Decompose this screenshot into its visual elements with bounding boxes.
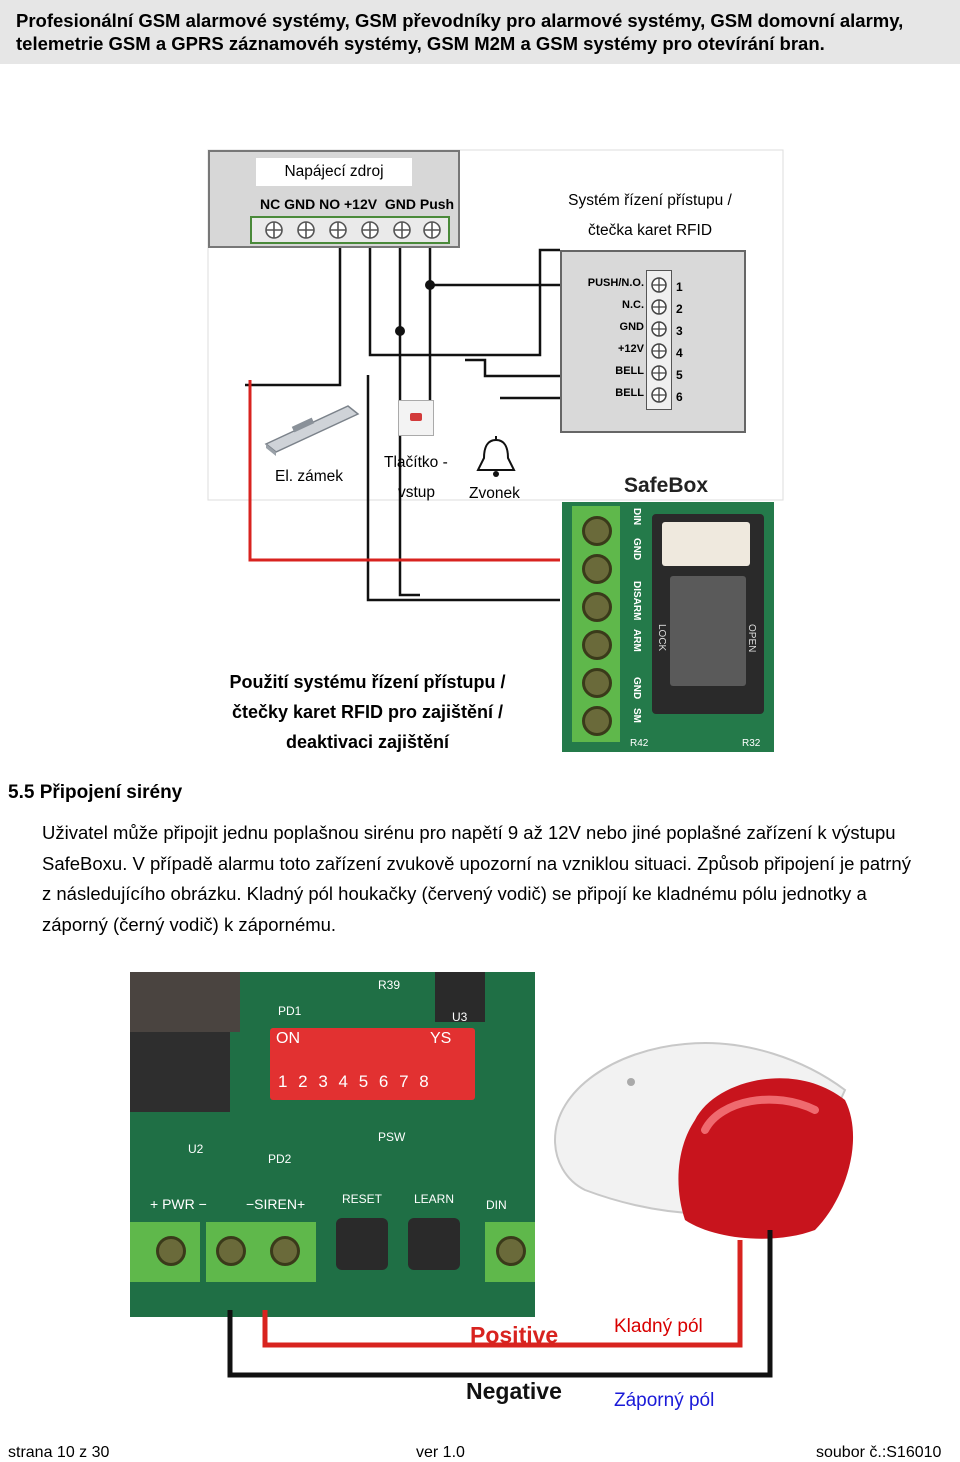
access-number-2: 2 — [676, 302, 683, 316]
push-button-label-line2: vstup — [398, 484, 436, 501]
positive-pole-label: Kladný pól — [614, 1316, 703, 1337]
electric-lock-label: El. zámek — [275, 468, 344, 485]
bell-label: Zvonek — [469, 485, 520, 502]
relay-component — [130, 972, 240, 1032]
board-mark-r32: R32 — [742, 738, 761, 749]
screw-icon — [582, 630, 612, 660]
access-terminal-push: PUSH/N.O. — [587, 277, 644, 289]
access-control-label-line2: čtečka karet RFID — [587, 222, 713, 239]
pcb-label-learn: LEARN — [414, 1192, 455, 1206]
safebox-terminal-names: DIN GND DISARM ARM GND SM — [626, 508, 646, 723]
pcb-label-u3: U3 — [452, 1010, 468, 1024]
push-button-label-line1: Tlačítko - — [384, 454, 448, 471]
bell-icon — [476, 436, 516, 477]
sim-lock-mark: LOCK — [656, 624, 667, 652]
access-terminal-gnd: GND — [619, 321, 644, 333]
sim-open-mark: OPEN — [746, 624, 757, 653]
access-terminal-nc: N.C. — [622, 299, 644, 311]
power-supply-terminals-label: NC GND NO +12V GND Push — [260, 196, 455, 212]
caption-line1: Použití systému řízení přístupu / — [229, 672, 506, 692]
board-term-arm: ARM — [631, 629, 642, 653]
access-control-label: Systém řízení přístupu / čtečka karet RF… — [560, 186, 740, 246]
screw-icon — [582, 668, 612, 698]
push-button-icon — [398, 400, 434, 436]
access-number-3: 3 — [676, 324, 683, 338]
access-control-label-line1: Systém řízení přístupu / — [568, 192, 732, 209]
header-title: Profesionální GSM alarmové systémy, GSM … — [16, 9, 951, 55]
reset-button-icon — [336, 1218, 388, 1270]
safebox-board-closeup: ON YS 1 2 3 4 5 6 7 8 R39 PD1 U3 U2 PD2 … — [130, 972, 535, 1317]
pcb-label-din: DIN — [486, 1198, 507, 1212]
screw-icon — [156, 1236, 186, 1266]
sim-holder: LOCK OPEN — [652, 514, 764, 714]
access-terminal-numbers: 1 2 3 4 5 6 — [676, 276, 683, 408]
header-banner: Profesionální GSM alarmové systémy, GSM … — [0, 0, 960, 64]
screw-icon — [582, 516, 612, 546]
access-terminal-strip — [646, 270, 672, 410]
safebox-brand: SafeBox — [624, 474, 709, 497]
dip-ys-label: YS — [430, 1030, 452, 1047]
ic-chip-u3 — [435, 972, 485, 1022]
screw-icon — [270, 1236, 300, 1266]
power-supply-label: Napájecí zdroj — [256, 158, 412, 186]
section-heading: 5.5 Připojení sirény — [8, 782, 183, 803]
access-control-terminal-box: PUSH/N.O. N.C. GND +12V BELL BELL 1 2 3 … — [560, 250, 746, 433]
header-title-line1: Profesionální GSM alarmové systémy, GSM … — [16, 10, 904, 31]
pcb-label-u2: U2 — [188, 1142, 204, 1156]
access-number-4: 4 — [676, 346, 683, 360]
screw-icon — [582, 706, 612, 736]
electric-lock-icon — [264, 405, 360, 456]
pcb-label-r39: R39 — [378, 978, 401, 992]
access-number-5: 5 — [676, 368, 683, 382]
siren-pcb-label: −SIREN+ — [246, 1196, 306, 1212]
learn-button-icon — [408, 1218, 460, 1270]
access-terminal-bell-1: BELL — [615, 365, 644, 377]
power-supply-terminal-strip — [250, 216, 450, 244]
screw-icon — [582, 554, 612, 584]
board-term-sm: SM — [631, 707, 642, 723]
board-term-disarm: DISARM — [631, 581, 642, 621]
access-screws-icon — [651, 277, 667, 403]
safebox-board: DIN GND DISARM ARM GND SM LOCK OPEN R42 … — [562, 502, 774, 752]
board-mark-r42: R42 — [630, 738, 649, 749]
positive-wire-label: Positive — [470, 1322, 559, 1348]
access-number-6: 6 — [676, 390, 683, 404]
pwr-label: + PWR − — [150, 1196, 207, 1212]
power-supply-box: Napájecí zdroj NC GND NO +12V GND Push — [208, 150, 460, 248]
negative-wire-label: Negative — [466, 1378, 562, 1404]
dip-number-labels: 1 2 3 4 5 6 7 8 — [278, 1072, 432, 1091]
board-term-gnd-2: GND — [631, 676, 642, 700]
wiring-lines — [207, 149, 784, 602]
screw-icon — [582, 592, 612, 622]
footer-file: soubor č.:S16010 — [816, 1444, 942, 1461]
pcb-label-psw: PSW — [378, 1130, 406, 1144]
access-terminal-12v: +12V — [618, 343, 644, 355]
access-terminal-bell-2: BELL — [615, 387, 644, 399]
dip-switch: ON YS 1 2 3 4 5 6 7 8 — [270, 1028, 475, 1100]
caption-line3: deaktivaci zajištění — [285, 732, 450, 752]
diagram1-caption: Použití systému řízení přístupu / čtečky… — [200, 667, 535, 757]
caption-line2: čtečky karet RFID pro zajištění / — [231, 702, 504, 722]
header-title-line2: telemetrie GSM a GPRS záznamovéh systémy… — [16, 33, 825, 54]
pcb-label-reset: RESET — [342, 1192, 383, 1206]
section-paragraph: Uživatel může připojit jednu poplašnou s… — [42, 822, 911, 935]
push-button-label: Tlačítko - vstup — [384, 448, 448, 508]
siren-wires — [227, 1230, 773, 1378]
board-term-din: DIN — [631, 508, 642, 526]
screw-icon — [216, 1236, 246, 1266]
footer-version: ver 1.0 — [416, 1444, 465, 1461]
pcb-label-pd1: PD1 — [278, 1004, 302, 1018]
access-number-1: 1 — [676, 280, 683, 294]
pcb-label-pd2: PD2 — [268, 1152, 292, 1166]
dip-on-label: ON — [276, 1030, 300, 1047]
negative-pole-label: Záporný pól — [614, 1390, 715, 1411]
siren-icon — [553, 1042, 854, 1239]
board-term-gnd: GND — [631, 538, 642, 561]
access-terminal-names: PUSH/N.O. N.C. GND +12V BELL BELL — [574, 272, 644, 404]
screw-terminals-icon — [265, 221, 441, 239]
footer-page: strana 10 z 30 — [8, 1444, 110, 1461]
screw-icon — [496, 1236, 526, 1266]
ic-chip — [130, 1032, 230, 1112]
